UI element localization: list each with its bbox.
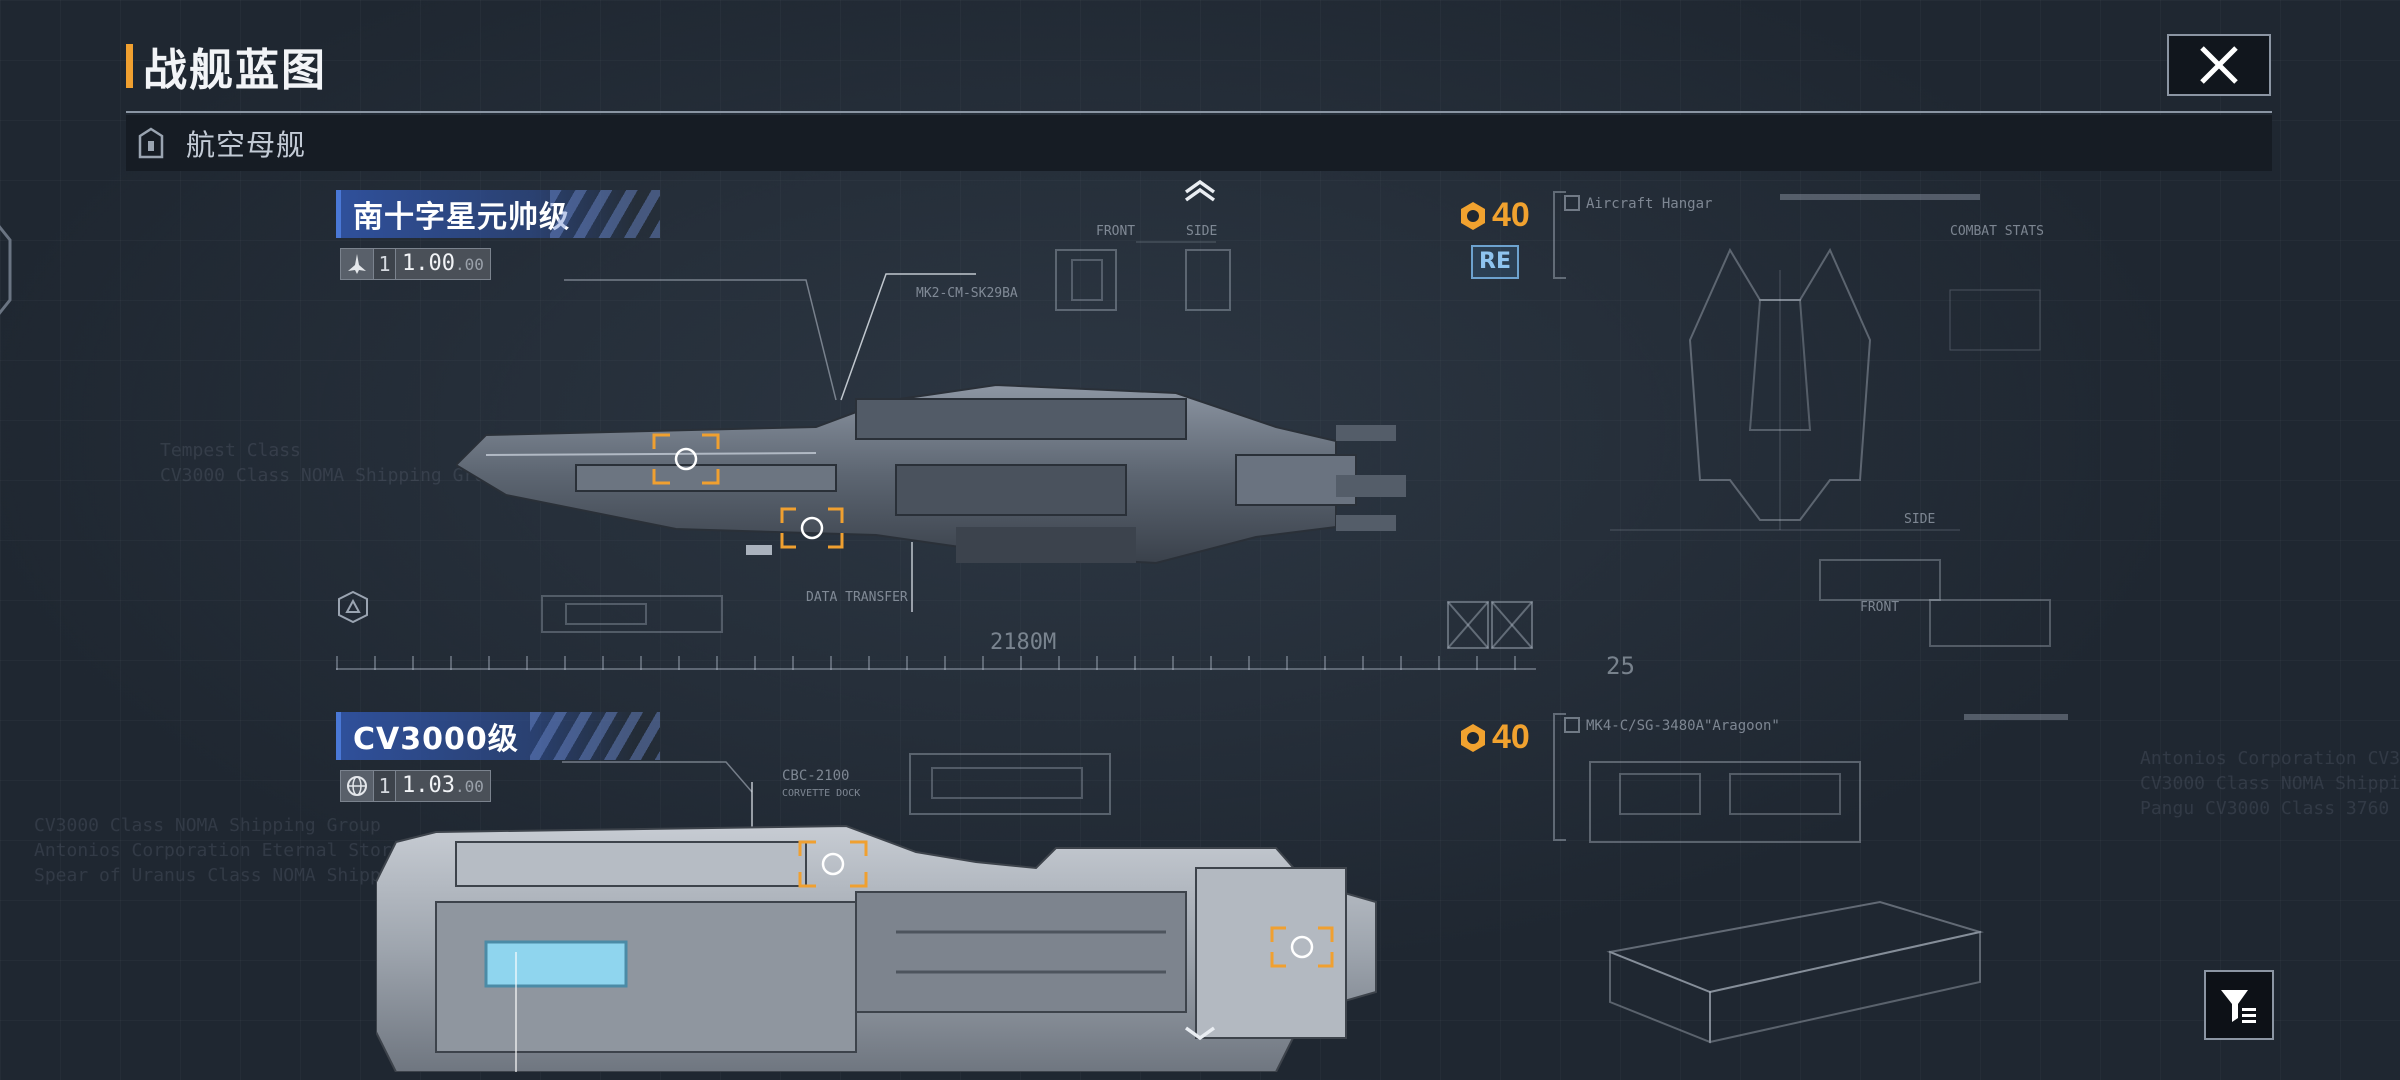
- blueprint-detail-panel: MK4-C/SG-3480A"Aragoon": [1550, 712, 2070, 1072]
- page-title: 战舰蓝图: [143, 45, 327, 96]
- ship-version: 1.03.00: [396, 770, 491, 802]
- panel-progress-decoration: [1780, 194, 1980, 200]
- close-icon: [2200, 46, 2238, 84]
- callout-leader-lines: [564, 273, 976, 401]
- cost-gear-icon: [1461, 201, 1485, 230]
- globe-icon: [340, 770, 374, 802]
- carrier-top-view-drawing: [1610, 247, 2051, 647]
- watermark-text: Antonios Corporation Eternal Storm Relic…: [34, 840, 479, 861]
- callout-code: CBC-2100: [782, 768, 850, 784]
- ship-length: 2180M: [990, 630, 1057, 655]
- view-label-side: SIDE: [1186, 224, 1218, 239]
- ship-name: 南十字星元帅级: [353, 200, 570, 235]
- ship-version-number: 1.00: [402, 251, 455, 276]
- chevron-up-icon[interactable]: [1182, 178, 1218, 204]
- title-accent-bar: [126, 44, 133, 88]
- side-label: SIDE: [1904, 512, 1936, 527]
- scale-number: 25: [1606, 652, 1635, 680]
- detail-label: Aircraft Hangar: [1586, 196, 1713, 212]
- filter-icon: [2221, 990, 2256, 1023]
- close-button[interactable]: [2167, 34, 2271, 96]
- ship-card[interactable]: 南十字星元帅级 1 1.00.00 40 RE FRONT SIDE MK2-C…: [336, 190, 1546, 680]
- callout-leader-line: [911, 542, 913, 612]
- ship-tier: 1: [374, 248, 396, 280]
- ship-blueprint-image: [456, 383, 1406, 565]
- ship-version: 1.00.00: [396, 248, 491, 280]
- stats-label: COMBAT STATS: [1950, 224, 2044, 239]
- cost-value: 40: [1492, 196, 1530, 234]
- re-badge: RE: [1471, 245, 1519, 279]
- ship-cost: 40: [1458, 196, 1530, 235]
- ship-name-plate: CV3000级: [336, 712, 636, 760]
- chevron-down-icon[interactable]: [1182, 1020, 1218, 1046]
- cost-value: 40: [1492, 718, 1530, 756]
- ship-version-number: 1.03: [402, 773, 455, 798]
- watermark-text: Spear of Uranus Class NOMA Shipping Grou…: [34, 865, 479, 886]
- ship-blueprint-image: [376, 824, 1377, 1072]
- module-iso-drawing: [1589, 761, 1984, 1044]
- watermark-text: Pangu CV3000 Class 3760 Class: [2140, 798, 2400, 819]
- blueprint-detail-panel: Aircraft Hangar COMBAT STATS SIDE FRONT …: [1550, 190, 2070, 680]
- checkbox-decoration: [1564, 717, 1580, 733]
- title-bar: 战舰蓝图: [126, 38, 327, 96]
- jet-icon: [340, 248, 374, 280]
- blueprint-module-drawing: [909, 753, 1111, 815]
- stripe-decoration: [530, 712, 660, 760]
- scale-bar: [336, 656, 1536, 670]
- panel-bracket: [1553, 713, 1566, 841]
- ship-cost: 40: [1458, 718, 1530, 757]
- callout-sub: CORVETTE DOCK: [782, 788, 861, 799]
- panel-progress-decoration: [1964, 714, 2068, 720]
- ship-tier: 1: [374, 770, 396, 802]
- watermark-text: CV3000 Class NOMA Shipping Group: [34, 815, 381, 836]
- detail-label: MK4-C/SG-3480A"Aragoon": [1586, 718, 1780, 734]
- ship-info-row: 1 1.00.00: [340, 248, 491, 280]
- edge-hex-decoration: [0, 225, 12, 315]
- hex-marker-icon: [338, 590, 368, 624]
- ship-info-row: 1 1.03.00: [340, 770, 491, 802]
- ship-version-suffix: 00: [464, 777, 484, 796]
- stripe-decoration: [550, 190, 660, 238]
- cost-gear-icon: [1461, 723, 1485, 752]
- ship-name: CV3000级: [353, 722, 519, 757]
- filter-button[interactable]: [2204, 970, 2274, 1040]
- watermark-text: Tempest Class: [160, 440, 301, 461]
- category-bar: 航空母舰: [126, 115, 2272, 171]
- front-label: FRONT: [1860, 600, 1900, 615]
- blueprint-module-drawing: [541, 595, 723, 633]
- blueprint-front-side-views: [1055, 241, 1231, 311]
- header-divider: [126, 111, 2272, 113]
- callout-code: MK2-CM-SK29BA: [916, 286, 1018, 301]
- ship-name-plate: 南十字星元帅级: [336, 190, 636, 238]
- ship-card[interactable]: CV3000级 1 1.03.00 40 CBC-2100 CORVETTE D…: [336, 712, 1546, 1072]
- watermark-text: CV3000 Class NOMA Shipping Gro: [2140, 773, 2400, 794]
- ship-version-suffix: 00: [464, 255, 484, 274]
- view-label-front: FRONT: [1096, 224, 1136, 239]
- watermark-text: CV3000 Class NOMA Shipping Group: [160, 465, 507, 486]
- checkbox-decoration: [1564, 195, 1580, 211]
- watermark-text: Antonios Corporation CV3000: [2140, 748, 2400, 769]
- category-label: 航空母舰: [186, 128, 307, 162]
- blueprint-crate-drawing: [1447, 601, 1533, 649]
- carrier-icon: [138, 127, 164, 159]
- panel-bracket: [1553, 191, 1566, 279]
- section-label: DATA TRANSFER: [806, 590, 908, 605]
